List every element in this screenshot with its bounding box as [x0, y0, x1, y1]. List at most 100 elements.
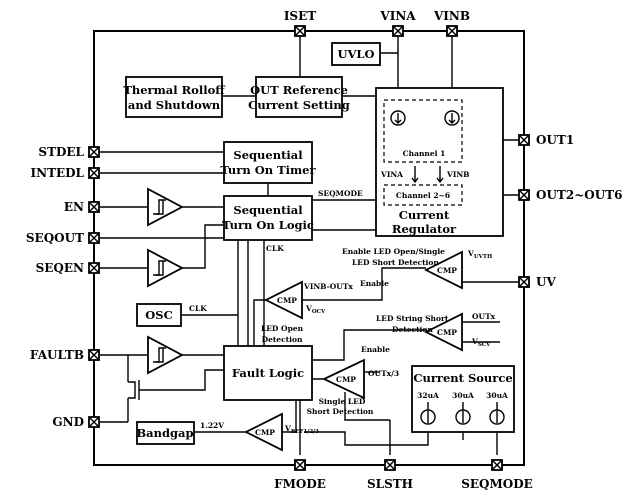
pin-seqmode-label: SEQMODE [461, 477, 533, 491]
bandgap-block: Bandgap [136, 421, 195, 445]
wires [100, 36, 524, 455]
current-source-30ua-2: 30uA [486, 391, 508, 400]
current-regulator-label-1: Current [399, 208, 450, 222]
cmp-bandgap-label: CMP [255, 428, 275, 437]
pin-en-marker [88, 201, 100, 213]
fault-logic-label: Fault Logic [232, 366, 304, 380]
pin-vinb-label: VINB [433, 9, 470, 23]
comparator-single-led-short: CMP [321, 358, 365, 400]
pin-slsth-marker [384, 459, 396, 471]
pin-seqout-label: SEQOUT [26, 231, 84, 245]
v122-label: 1.22V [200, 421, 224, 430]
out-reference-block: OUT Reference Current Setting [248, 76, 350, 118]
logic-label-1: Sequential [233, 203, 303, 217]
cmp-uv-label: CMP [437, 266, 457, 275]
regulator-vina-label: VINA [380, 170, 403, 179]
led-string-short-label-2: Detection [392, 325, 433, 334]
led-open-label-2: Detection [262, 335, 303, 344]
schmitt-buffer-seqen [147, 248, 184, 288]
pin-gnd-marker [88, 416, 100, 428]
pin-gnd-label: GND [52, 415, 84, 429]
outx-label: OUTx [472, 312, 496, 321]
schmitt-buffer-en [147, 187, 184, 227]
schmitt-buffer-faultb [147, 335, 184, 375]
comparator-led-open: CMP [263, 280, 303, 320]
enable-open-short-label-1: Enable LED Open/Single [342, 247, 445, 256]
pin-intedl-label: INTEDL [30, 166, 84, 180]
pin-out1-label: OUT1 [536, 133, 574, 147]
current-regulator-block: Channel 1 VINA VINB Channel 2~6 Current … [375, 87, 504, 237]
comparator-led-string-short: CMP [423, 312, 463, 352]
pin-faultb-marker [88, 349, 100, 361]
enable-label-2: Enable [361, 345, 390, 354]
pin-out1-marker [518, 134, 530, 146]
regulator-vinb-label: VINB [446, 170, 470, 179]
pin-slsth-label: SLSTH [367, 477, 413, 491]
logic-label-2: Turn On Logic [222, 218, 314, 232]
pin-vinb-marker [446, 25, 458, 37]
vinb-outx-label: VINB-OUTx [303, 282, 353, 291]
vscv-label: VSCV [471, 337, 491, 348]
led-open-label-1: LED Open [261, 324, 304, 333]
pin-faultb-label: FAULTB [30, 348, 84, 362]
pin-vina-label: VINA [379, 9, 416, 23]
timer-label-1: Sequential [233, 148, 303, 162]
current-regulator-label-2: Regulator [392, 222, 457, 236]
osc-label: OSC [145, 308, 172, 322]
thermal-label-2: and Shutdown [128, 98, 221, 112]
vuvth-label: VUVTH [467, 249, 492, 260]
single-led-short-label-1: Single LED [319, 397, 366, 406]
current-source-block: Current Source 32uA 30uA 30uA [411, 365, 515, 433]
comparator-bandgap: CMP [243, 412, 283, 452]
pin-uv-label: UV [536, 275, 556, 289]
pin-seqen-marker [88, 262, 100, 274]
uvlo-label: UVLO [337, 47, 374, 61]
pin-stdel-label: STDEL [38, 145, 84, 159]
pin-vina-marker [392, 25, 404, 37]
channel1-label: Channel 1 [403, 149, 446, 158]
cmp-led-open-label: CMP [277, 296, 297, 305]
pin-fmode-label: FMODE [274, 477, 326, 491]
pin-seqen-label: SEQEN [36, 261, 84, 275]
clk-osc-label: CLK [189, 304, 207, 313]
pin-markers [88, 25, 530, 471]
current-source-32ua: 32uA [417, 391, 439, 400]
vref-label: VREF1/2/3 [284, 424, 319, 435]
channel2-6-label: Channel 2~6 [396, 191, 450, 200]
timer-label-2: Turn On Timer [220, 163, 316, 177]
current-source-30ua-1: 30uA [452, 391, 474, 400]
cmp-single-short-label: CMP [336, 375, 356, 384]
uvlo-block: UVLO [331, 42, 381, 66]
fault-logic-block: Fault Logic [223, 345, 313, 401]
pin-seqmode-marker [491, 459, 503, 471]
pin-stdel-marker [88, 146, 100, 158]
single-led-short-label-2: Short Detection [307, 407, 374, 416]
thermal-block: Thermal Rolloff and Shutdown [123, 76, 226, 118]
pin-seqout-marker [88, 232, 100, 244]
out-reference-label-1: OUT Reference [250, 83, 348, 97]
outx3-label: OUTx/3 [368, 369, 399, 378]
chip-boundary [93, 30, 525, 466]
clk-logic-label: CLK [266, 244, 284, 253]
bandgap-label: Bandgap [136, 426, 193, 440]
sequential-logic-block: Sequential Turn On Logic [222, 195, 314, 241]
enable-label-1: Enable [360, 279, 389, 288]
pin-out2-6-label: OUT2~OUT6 [536, 188, 622, 202]
pin-iset-label: ISET [284, 9, 316, 23]
current-source-title: Current Source [413, 371, 512, 385]
cmp-string-short-label: CMP [437, 328, 457, 337]
comparator-uv: CMP [423, 250, 463, 290]
enable-open-short-label-2: LED Short Detection [352, 258, 439, 267]
osc-block: OSC [136, 303, 182, 327]
out-reference-label-2: Current Setting [248, 98, 350, 112]
pin-en-label: EN [64, 200, 84, 214]
pin-uv-marker [518, 276, 530, 288]
vocv-label: VOCV [305, 304, 326, 315]
thermal-label-1: Thermal Rolloff [123, 83, 226, 97]
pin-intedl-marker [88, 167, 100, 179]
pin-fmode-marker [294, 459, 306, 471]
pin-out2-6-marker [518, 189, 530, 201]
pin-iset-marker [294, 25, 306, 37]
sequential-timer-block: Sequential Turn On Timer [220, 141, 317, 184]
